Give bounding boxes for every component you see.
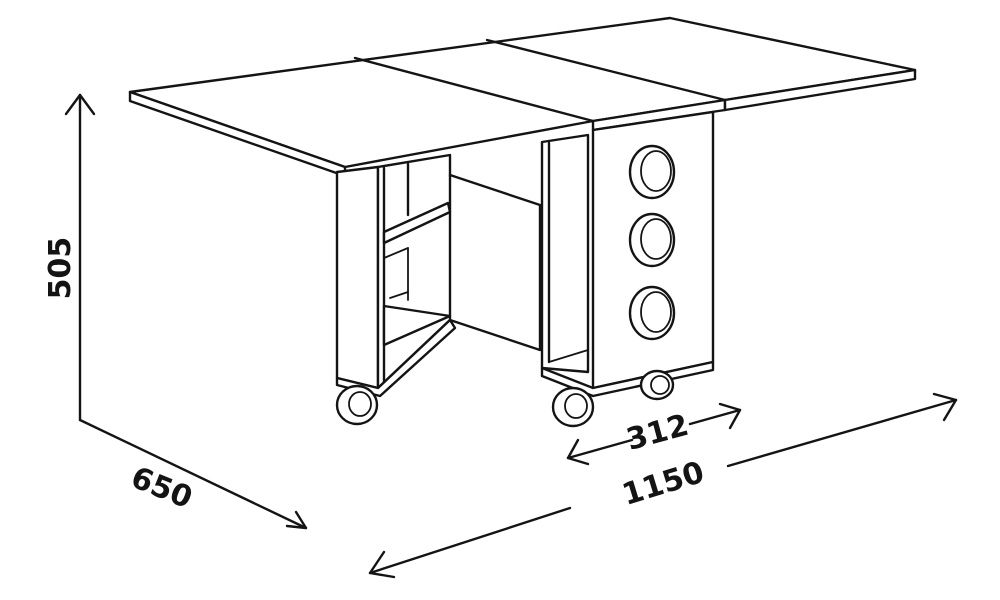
depth-label: 650 (126, 460, 197, 516)
caster-right (639, 369, 675, 401)
caster-left (335, 384, 379, 426)
cabinet-width-label: 312 (623, 408, 693, 458)
caster-center (551, 386, 595, 428)
left-shelf-unit (335, 153, 542, 398)
height-label: 505 (43, 237, 78, 300)
leaf-seam-left (353, 56, 595, 123)
table-top (128, 16, 917, 178)
leaf-seam-right (485, 38, 727, 102)
dimension-cabinet-width: 312 (566, 402, 742, 466)
cabinet-hole-3 (628, 285, 676, 341)
dimension-height: 505 (43, 93, 308, 530)
length-label: 1150 (618, 455, 708, 513)
dimension-depth: 650 (126, 460, 197, 516)
cabinet-hole-1 (628, 144, 676, 200)
cabinet-hole-2 (628, 212, 676, 268)
right-cabinet (540, 110, 715, 398)
